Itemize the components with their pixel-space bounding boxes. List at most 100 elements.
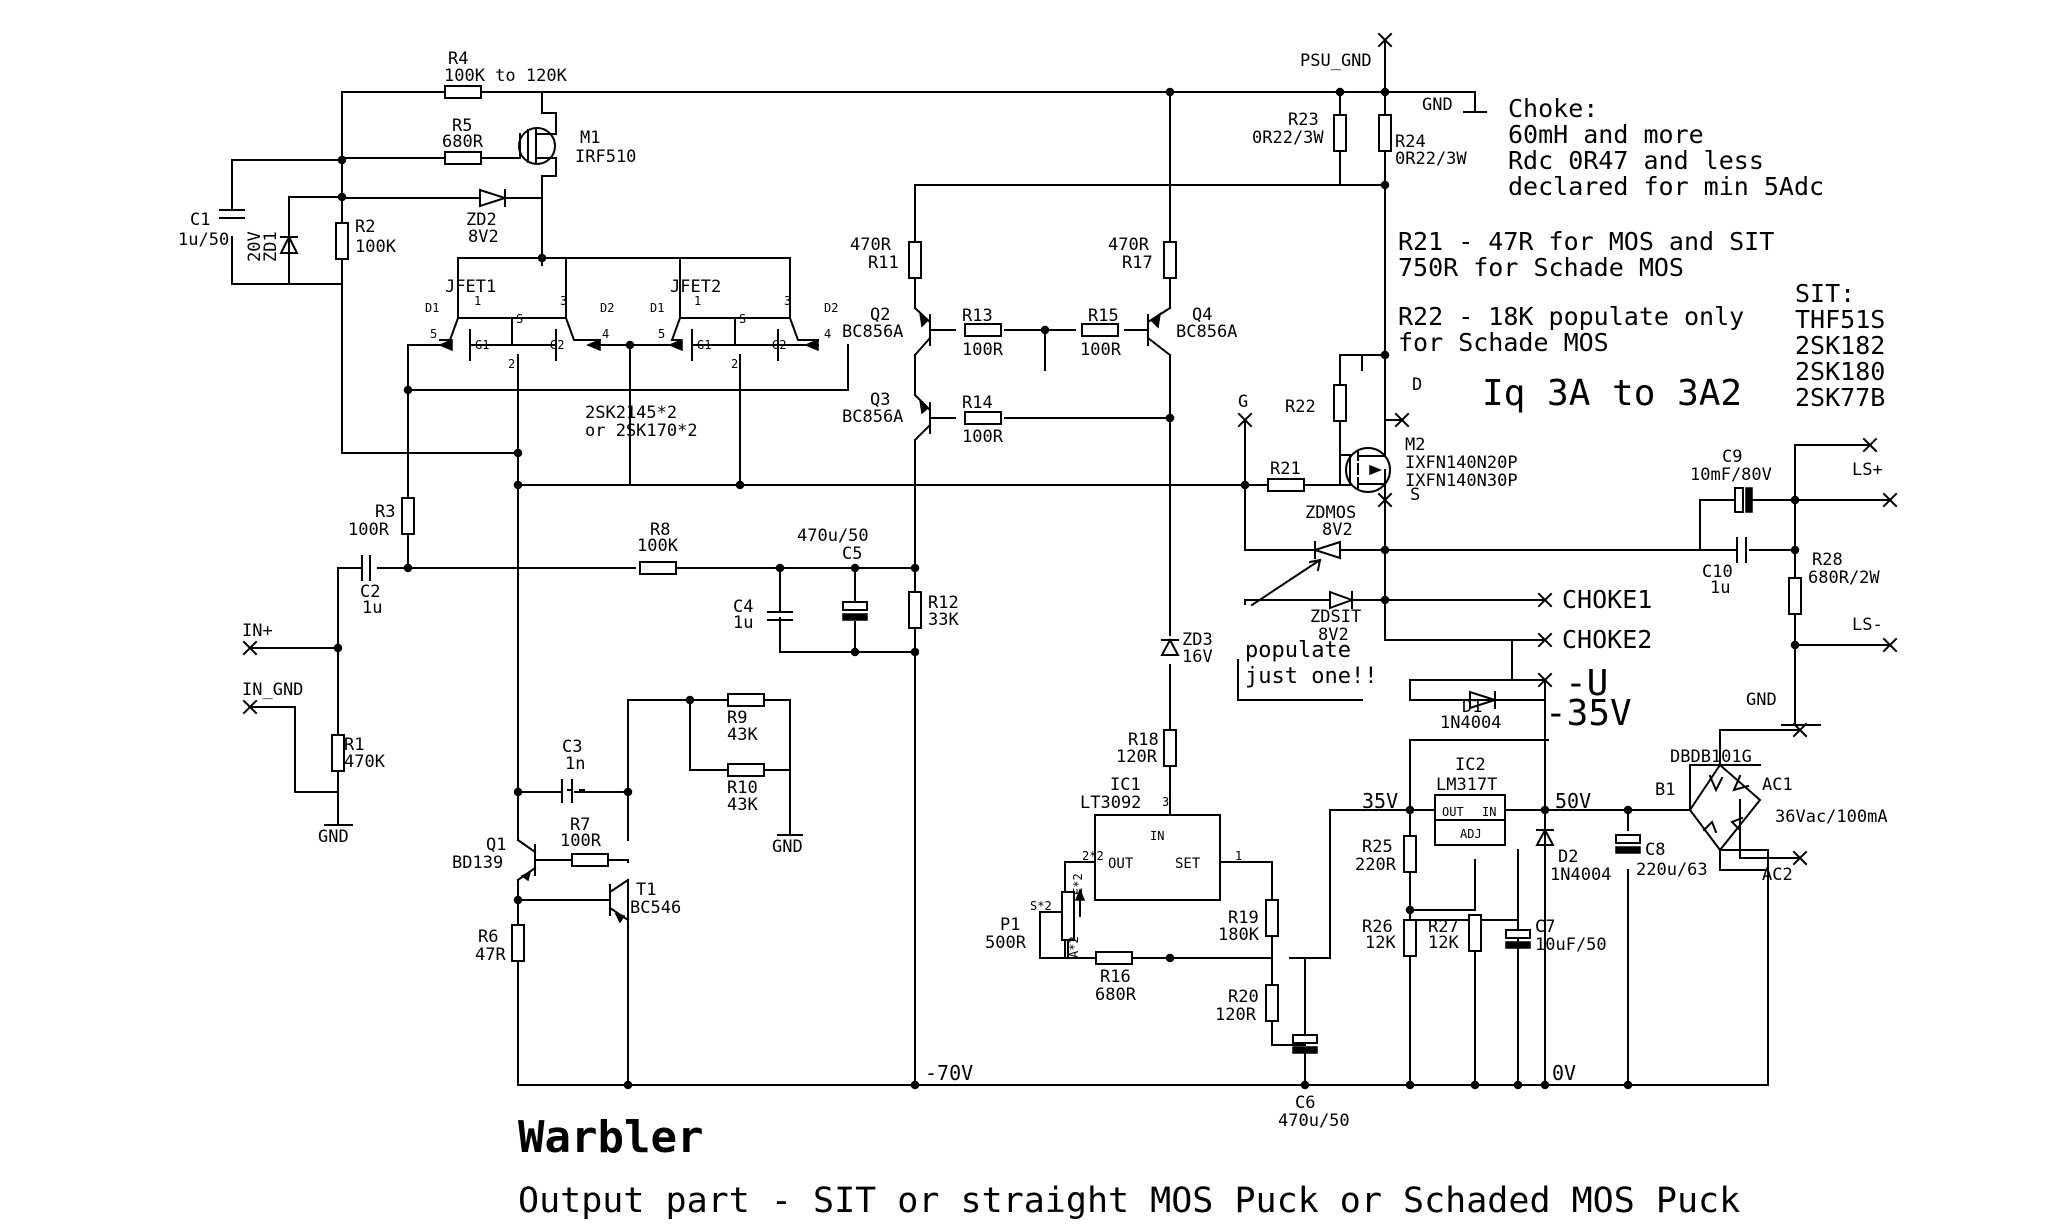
note-populate-2: just one!!	[1245, 664, 1377, 689]
r12-ref: R12	[928, 593, 959, 613]
r13-value: 100R	[962, 340, 1004, 360]
zdsit-body	[1329, 590, 1355, 610]
c5-value: 470u/50	[797, 526, 869, 546]
c10-value: 1u	[1710, 578, 1730, 598]
jfet2-d1: D1	[650, 301, 664, 315]
note-populate-1: populate	[1245, 638, 1351, 663]
c6-value: 470u/50	[1278, 1111, 1350, 1131]
jfet1-d1: D1	[425, 301, 439, 315]
r12-body	[908, 591, 922, 629]
r25-value: 220R	[1355, 855, 1397, 875]
net-ac1: AC1	[1762, 775, 1793, 795]
r20-body	[1265, 984, 1279, 1022]
jfet1-g1: G1	[475, 338, 489, 352]
net-ac-rating: 36Vac/100mA	[1775, 807, 1888, 827]
r19-body	[1265, 899, 1279, 937]
r6-value: 47R	[475, 945, 506, 965]
r5-value: 680R	[442, 132, 484, 152]
jfet2-body	[670, 299, 819, 346]
c7-body	[1505, 929, 1531, 939]
jfet1-d2: D2	[600, 301, 614, 315]
jfet2-s: S	[739, 312, 746, 326]
c10-ref: C10	[1702, 562, 1733, 582]
q1-ref: Q1	[486, 835, 506, 855]
r11-value: R11	[868, 253, 899, 273]
r17-value: R17	[1122, 253, 1153, 273]
r7-value: 100R	[560, 831, 602, 851]
r15-ref: R15	[1088, 306, 1119, 326]
r3-ref: R3	[375, 502, 395, 522]
r1-ref: R1	[344, 735, 364, 755]
note-r22-2: for Schade MOS	[1398, 328, 1609, 357]
r14-body	[964, 411, 1002, 425]
ic2-value: LM317T	[1436, 775, 1497, 795]
note-choke-2: 60mH and more	[1508, 120, 1704, 149]
ic1-ref: IC1	[1110, 775, 1141, 795]
m2-body	[1349, 451, 1386, 489]
zdmos-body	[1311, 540, 1341, 560]
r11-body	[908, 241, 922, 279]
c1-ref: C1	[190, 210, 210, 230]
ic-bodies	[1094, 794, 1506, 901]
jfet2-p3: 3	[784, 294, 791, 308]
ic2-out: OUT	[1442, 805, 1464, 819]
title: Warbler	[518, 1112, 703, 1163]
r24-ref: R24	[1395, 132, 1426, 152]
p1-pin-a: A*2	[1067, 936, 1081, 958]
r21-ref: R21	[1270, 459, 1301, 479]
r27-value: 12K	[1428, 933, 1459, 953]
r4-value: 100K to 120K	[444, 66, 568, 86]
r19-value: 180K	[1218, 925, 1260, 945]
r22-ref: R22	[1285, 397, 1316, 417]
q1-value: BD139	[452, 853, 503, 873]
r17-ref: 470R	[1108, 235, 1150, 255]
r20-ref: R20	[1228, 987, 1259, 1007]
zd3-value: 16V	[1182, 647, 1213, 667]
q3-ref: Q3	[870, 390, 890, 410]
ic1-pin1: 1	[1235, 849, 1242, 863]
note-sit-1: SIT:	[1795, 279, 1855, 308]
r18-value: 120R	[1116, 747, 1158, 767]
r5-ref: R5	[452, 116, 472, 136]
diode-bodies	[279, 188, 1555, 846]
r10-value: 43K	[727, 795, 758, 815]
note-sit-5: 2SK77B	[1795, 383, 1885, 412]
note-jfet-part: 2SK2145*2	[585, 403, 677, 423]
r3-value: 100R	[348, 520, 390, 540]
net-35v: 35V	[1362, 789, 1398, 813]
jfet2-p2: 2	[731, 357, 738, 371]
r1-body	[331, 734, 345, 772]
d1-value: 1N4004	[1440, 713, 1501, 733]
r26-body	[1403, 919, 1417, 957]
p1-wiper	[1074, 887, 1086, 917]
r16-body	[1095, 951, 1133, 965]
b1-ref: B1	[1655, 780, 1675, 800]
r9-ref: R9	[727, 708, 747, 728]
subtitle: Output part - SIT or straight MOS Puck o…	[518, 1181, 1740, 1221]
c6-body	[1292, 1034, 1318, 1044]
net-ac2: AC2	[1762, 865, 1793, 885]
r8-ref: R8	[650, 520, 670, 540]
jfet1-s: S	[516, 312, 523, 326]
zdmos-value: 8V2	[1322, 520, 1353, 540]
r25-ref: R25	[1362, 837, 1393, 857]
q4-value: BC856A	[1176, 322, 1237, 342]
c8-ref: C8	[1645, 840, 1665, 860]
ic1-pin3: 3	[1162, 795, 1169, 809]
r25-body	[1403, 835, 1417, 873]
r16-value: 680R	[1095, 985, 1137, 1005]
zd2-body	[479, 188, 509, 208]
c7-value: 10uF/50	[1535, 935, 1607, 955]
m2-alt: IXFN140N30P	[1405, 471, 1518, 491]
note-choke-3: Rdc 0R47 and less	[1508, 146, 1764, 175]
jfet2-p4: 4	[824, 327, 831, 341]
r2-ref: R2	[355, 217, 375, 237]
q3-value: BC856A	[842, 407, 903, 427]
c9-body	[1734, 487, 1744, 513]
d2-body	[1535, 827, 1555, 846]
ic1-pin2: 2*2	[1082, 849, 1104, 863]
capacitor-bodies	[219, 209, 1753, 1054]
r2-value: 100K	[355, 237, 397, 257]
c1-value: 1u/50	[178, 230, 229, 250]
